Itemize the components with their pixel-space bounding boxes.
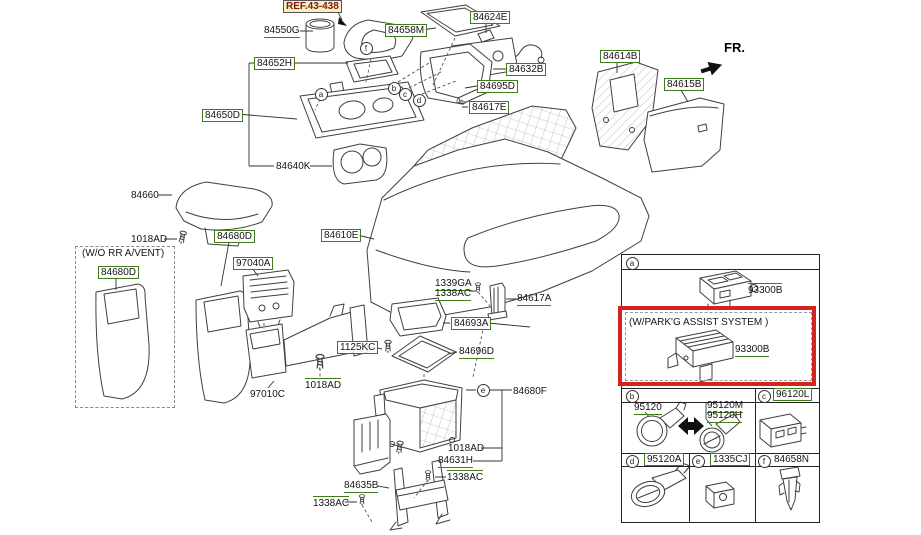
fr-direction-label: FR.: [724, 40, 745, 55]
clip-nut-art: [705, 481, 735, 509]
panel-callout-c: c: [757, 389, 771, 403]
part-label-1338AC-pair[interactable]: 1338AC: [435, 288, 472, 301]
side-panel-hatched-art: [591, 61, 659, 151]
parking-assist-dashed-box: [625, 312, 812, 381]
shift-switch-art: [699, 270, 758, 311]
part-label-84624E[interactable]: 84624E: [470, 11, 511, 24]
callout-c: c: [398, 87, 412, 101]
part-label-93300B[interactable]: 93300B: [748, 283, 783, 296]
part-label-84614B[interactable]: 84614B: [600, 50, 641, 63]
retainer-clip-art: [778, 466, 801, 511]
power-socket-alt-art: [699, 413, 741, 453]
callout-e: e: [476, 383, 490, 397]
part-label-84617A[interactable]: 84617A: [517, 293, 552, 306]
tray-art: [419, 43, 493, 105]
part-label-84695D[interactable]: 84695D: [477, 80, 519, 93]
part-label-1335CJ[interactable]: 1335CJ: [710, 453, 751, 466]
part-label-84550G[interactable]: 84550G: [264, 25, 300, 38]
part-label-1338AC-left[interactable]: 1338AC: [313, 496, 350, 509]
console-skin-shape: [366, 138, 650, 317]
ref-link[interactable]: REF.43-438: [283, 0, 342, 13]
rear-vent-art: [242, 269, 295, 333]
part-label-84635B[interactable]: 84635B: [344, 480, 379, 493]
part-label-84696D[interactable]: 84696D: [459, 346, 495, 359]
panel-callout-a: a: [625, 256, 639, 270]
parking-assist-note: (W/PARK'G ASSIST SYSTEM ): [629, 317, 769, 328]
rear-bracket-art: [353, 413, 391, 475]
part-label-97040A[interactable]: 97040A: [233, 257, 274, 270]
bin-mat-art: [391, 335, 457, 373]
variant-note-wo-rr-avent: (W/O RR A/VENT): [82, 248, 165, 259]
panel-callout-e: e: [691, 454, 705, 468]
without-rear-vent-dashed-box: [75, 246, 175, 408]
part-label-1018AD-duct[interactable]: 1018AD: [305, 378, 342, 391]
panel-callout-b: b: [625, 389, 639, 403]
part-label-95120[interactable]: 95120: [634, 402, 662, 415]
part-label-84693A[interactable]: 84693A: [451, 317, 492, 330]
part-label-84660: 84660: [131, 190, 159, 201]
part-label-84658N: 84658N: [774, 454, 810, 465]
part-label-84652H[interactable]: 84652H: [254, 57, 296, 70]
lower-tray-art: [389, 297, 447, 337]
part-label-84680D-variant[interactable]: 84680D: [98, 266, 140, 279]
cup-holder-art: [332, 143, 388, 185]
armrest-art: [175, 181, 273, 247]
part-label-84680D[interactable]: 84680D: [214, 230, 256, 243]
callout-f: f: [359, 41, 373, 55]
panel-callout-f: f: [757, 454, 771, 468]
parking-assist-highlight-box: [618, 306, 816, 386]
shift-switch-parking-art: [667, 329, 734, 383]
part-label-1125KC[interactable]: 1125KC: [337, 341, 379, 354]
inset-parts-panel: a b c d e f: [621, 254, 820, 523]
callout-b: b: [387, 81, 401, 95]
callout-d: d: [412, 93, 426, 107]
part-label-84615B[interactable]: 84615B: [664, 78, 705, 91]
console-mat-art: [420, 4, 501, 37]
part-label-84632B[interactable]: 84632B: [506, 63, 547, 76]
part-label-95120A[interactable]: 95120A: [644, 453, 685, 466]
mount-bracket-art: [389, 459, 451, 531]
part-label-84631H[interactable]: 84631H: [438, 455, 474, 468]
cup-insert-art: [305, 18, 335, 53]
side-panel-art: [643, 97, 725, 173]
swap-arrow-icon: [678, 417, 704, 435]
side-bracket-art: [487, 282, 508, 321]
fr-arrow-icon: [700, 62, 723, 76]
part-label-84680F: 84680F: [513, 386, 547, 397]
part-label-1339GA[interactable]: 1339GA: [435, 278, 472, 291]
part-label-1338AC-right[interactable]: 1338AC: [447, 470, 484, 483]
ref-arrowhead: [338, 17, 347, 26]
part-label-95120H[interactable]: 95120H: [707, 410, 743, 423]
part-label-84658M[interactable]: 84658M: [385, 24, 428, 37]
part-label-84640K: 84640K: [276, 161, 311, 172]
power-socket-art: [636, 401, 687, 447]
part-label-96120L[interactable]: 96120L: [773, 388, 813, 401]
cover-panel-art: [299, 81, 425, 139]
part-label-84650D[interactable]: 84650D: [202, 109, 244, 122]
callout-a: a: [314, 87, 328, 101]
rear-cover-variant-art: [95, 283, 150, 400]
part-label-1018AD-armrest: 1018AD: [131, 234, 168, 245]
part-label-84617E[interactable]: 84617E: [469, 101, 510, 114]
part-label-97010C: 97010C: [250, 389, 286, 400]
panel-callout-d: d: [625, 454, 639, 468]
usb-unit-art: [759, 413, 807, 448]
storage-bin-art: [373, 379, 463, 453]
part-label-95120M[interactable]: 95120M: [707, 400, 744, 413]
part-label-93300B-variant[interactable]: 93300B: [735, 344, 770, 357]
rear-cover-art: [195, 290, 251, 404]
part-label-1018AD-bin: 1018AD: [448, 443, 485, 454]
part-label-84610E[interactable]: 84610E: [321, 229, 362, 242]
